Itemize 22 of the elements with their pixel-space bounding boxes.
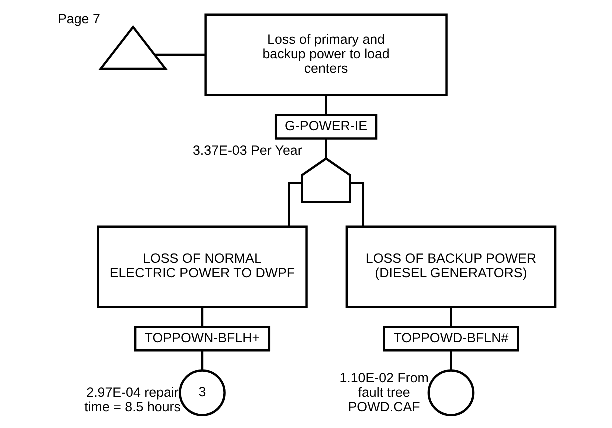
node-label: 1.10E-02 From fault tree POWD.CAF — [339, 370, 428, 415]
connector — [288, 182, 302, 227]
node-box: LOSS OF BACKUP POWER (DIESEL GENERATORS) — [345, 226, 556, 308]
node-box: LOSS OF NORMAL ELECTRIC POWER TO DWPF — [96, 226, 308, 308]
connector — [350, 182, 364, 227]
node-gate — [300, 157, 351, 204]
node-label: 2.97E-04 repair time = 8.5 hours — [84, 385, 180, 415]
connector — [324, 138, 327, 159]
connector — [154, 54, 206, 56]
node-label: Page 7 — [58, 11, 100, 26]
connector — [200, 350, 204, 370]
connector — [324, 95, 327, 115]
node-box: TOPPOWN-BFLH+ — [134, 326, 270, 352]
connector — [200, 307, 204, 327]
node-box: G-POWER-IE — [274, 114, 378, 140]
node-circle — [427, 370, 474, 416]
node-triangle — [98, 25, 168, 70]
node-label: 3.37E-03 Per Year — [192, 142, 302, 158]
connector — [450, 350, 452, 370]
connector — [450, 307, 452, 327]
node-box: TOPPOWD-BFLN# — [382, 326, 519, 352]
node-box: Loss of primary and backup power to load centers — [204, 14, 448, 96]
